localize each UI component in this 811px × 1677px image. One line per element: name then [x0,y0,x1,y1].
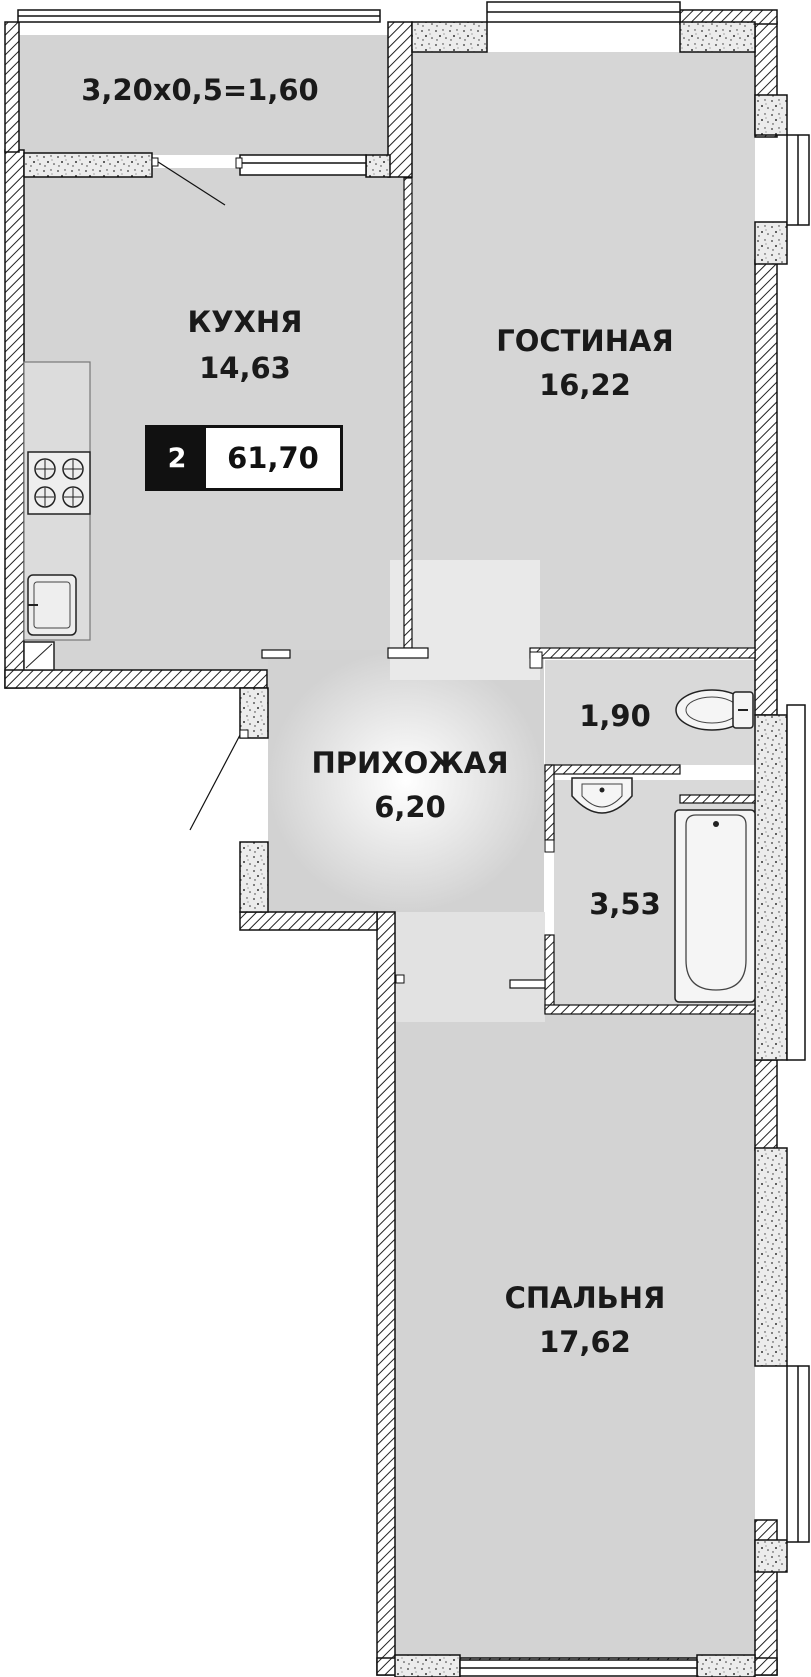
column-right-2 [754,221,788,265]
partition-living-wc [529,647,756,659]
living-floor [412,52,755,652]
window-kitchen-balcony [239,154,367,176]
door-frame-mark [395,974,405,984]
bath-area-label: 3,53 [589,887,661,921]
sink-icon [27,574,77,636]
toilet-icon [675,689,754,731]
total-area: 61,70 [227,441,319,475]
stove-icon [27,451,91,515]
door-frame-mark [529,651,543,669]
balcony-area-label: 3,20x0,5=1,60 [81,73,319,107]
bedroom-floor [395,1010,755,1658]
bathtub-icon [674,809,756,1003]
column-entrance-bottom [239,841,269,913]
bedroom-area-label: 17,62 [539,1325,631,1359]
partition-kitchen-living [403,177,413,649]
column-right-3 [754,714,788,1061]
hall-floor [268,650,544,912]
washbasin-icon [571,777,633,814]
column-right-5 [754,1539,788,1573]
wall-kitchen-bottom [4,669,268,689]
door-frame-mark [151,157,159,167]
fridge-icon [23,641,55,671]
column-bottom-1 [394,1654,461,1677]
hall-name-label: ПРИХОЖАЯ [311,746,509,780]
window-bedroom-right [786,1365,810,1543]
column-balcony-sill [23,152,153,178]
column-bottom-2 [696,1654,756,1677]
column-right-1 [754,94,788,136]
window-living-top [486,1,681,23]
bedroom-upper-floor [395,912,545,1022]
wall-left-kitchen [4,149,25,689]
partition-kitchen-living-foot [387,647,429,659]
partition-bath-top-right [679,794,756,804]
wall-bedroom-left [376,911,396,1676]
partition-bath-left-bottom [544,934,555,1014]
wc-area-label: 1,90 [579,699,651,733]
balcony-floor [18,35,388,155]
window-wc-right [786,704,806,1061]
wall-right-upper [754,259,778,716]
door-balcony-swing [154,159,226,206]
partition-hall-stub [261,649,291,659]
wall-left-balcony [4,21,20,153]
hall-corridor [390,560,540,680]
hall-area-label: 6,20 [374,790,446,824]
column-balcony-right [365,154,391,178]
wall-right-mid [754,1059,778,1151]
wall-hall-bottom [239,911,378,931]
living-name-label: ГОСТИНАЯ [496,324,674,358]
partition-bath-bottom [544,1004,756,1015]
door-frame-mark [544,839,555,853]
kitchen-area-label: 14,63 [199,351,291,385]
door-frame-mark [235,157,243,169]
window-balcony-top [17,9,381,23]
apartment-badge: 2 61,70 [145,425,343,491]
living-area-label: 16,22 [539,368,631,402]
window-living-right [786,134,810,226]
bedroom-name-label: СПАЛЬНЯ [504,1281,666,1315]
partition-wc-bath [544,764,681,775]
wall-balcony-right [387,21,413,178]
door-frame-mark [239,729,249,739]
column-top-1 [411,21,488,53]
kitchen-name-label: КУХНЯ [187,305,303,339]
partition-bedroom-stub [509,979,546,989]
window-bedroom-bottom [459,1659,698,1677]
partition-bath-left-top [544,764,555,841]
rooms-count: 2 [148,428,206,488]
door-entrance-swing [189,734,241,831]
column-top-2 [679,21,756,53]
column-right-4 [754,1147,788,1367]
